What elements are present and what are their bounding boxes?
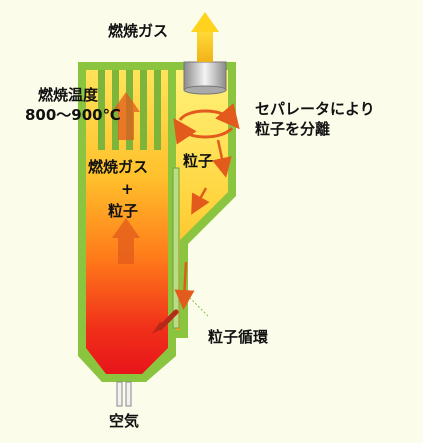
gas-particles-plus: +: [121, 180, 134, 198]
cyclone-particles-label: 粒子: [183, 152, 214, 170]
recirculation-arrow: [152, 309, 179, 334]
gas-particles-label-2: 粒子: [108, 202, 139, 220]
air-inlet-tubes: [116, 381, 132, 407]
separator-cylinder: [183, 61, 227, 95]
exhaust-label: 燃焼ガス: [108, 22, 169, 40]
particle-flow-arrows: [174, 139, 232, 310]
upflow-arrows: [112, 92, 140, 264]
gas-particles-label-1: 燃焼ガス: [88, 158, 149, 176]
recirculation-leader: [187, 295, 209, 317]
separator-label-2: 粒子を分離: [255, 120, 331, 138]
swirl-arrow: [173, 103, 240, 145]
recirculation-label: 粒子循環: [208, 328, 269, 346]
downcomer-tube: [172, 167, 180, 329]
separator-label: セパレータにより: [255, 100, 375, 118]
combustion-temp-title: 燃焼温度: [38, 86, 99, 104]
exhaust-up-arrow: [191, 12, 219, 62]
combustion-temp-range: 800～900℃: [25, 106, 121, 124]
air-label: 空気: [109, 412, 140, 430]
